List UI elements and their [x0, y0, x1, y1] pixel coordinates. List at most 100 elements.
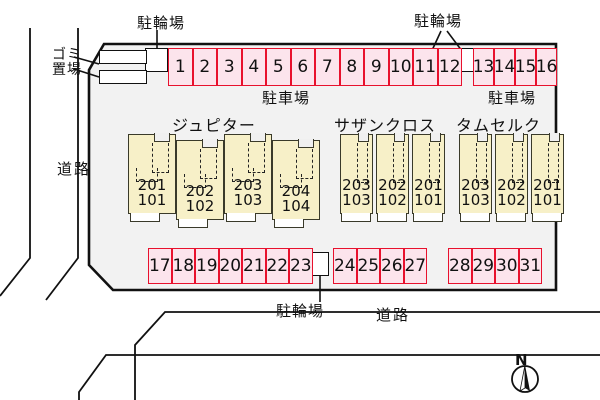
parking-stall[interactable]: 19 [195, 248, 219, 284]
parking-stall[interactable]: 30 [495, 248, 519, 284]
parking-stall[interactable]: 22 [265, 248, 289, 284]
building-name: タムセルク [456, 116, 542, 135]
parking-stall[interactable]: 3 [217, 48, 242, 86]
parking-stall[interactable]: 29 [471, 248, 495, 284]
unit-entry-dashed [183, 174, 206, 188]
unit-number-upper: 203 [342, 176, 371, 194]
unit-stair-dashed [296, 149, 314, 179]
label-garbage-area: ゴミ 置場 [52, 48, 82, 78]
parking-stall[interactable]: 1 [168, 48, 193, 86]
unit-number-upper: 203 [461, 176, 490, 194]
unit-stair-dashed [152, 143, 170, 173]
unit-roof-notch [154, 133, 171, 142]
unit-number-upper: 201 [414, 176, 443, 194]
unit-stair-dashed [356, 143, 369, 183]
label-garbage-line1: ゴミ [52, 47, 82, 63]
parking-stall[interactable]: 11 [413, 48, 438, 86]
unit-roof-notch [394, 133, 406, 142]
unit-number-upper: 201 [137, 176, 167, 194]
parking-stall[interactable]: 27 [403, 248, 427, 284]
unit-stair-dashed [200, 149, 218, 179]
unit-entry-step [341, 213, 372, 222]
parking-stall[interactable]: 16 [536, 48, 557, 86]
unit-roof-notch [358, 133, 370, 142]
label-garbage-line2: 置場 [52, 62, 82, 78]
parking-stall[interactable]: 26 [380, 248, 404, 284]
parking-stall[interactable]: 23 [289, 248, 313, 284]
road-left-outer-edge [0, 28, 31, 297]
unit-roof-notch [477, 133, 489, 142]
unit-number-lower: 101 [533, 191, 562, 209]
parking-stall[interactable]: 14 [494, 48, 515, 86]
parking-stall[interactable]: 9 [364, 48, 389, 86]
unit-stair-dashed [392, 143, 405, 183]
garbage-box-upper [99, 50, 147, 64]
unit-roof-notch [202, 139, 219, 148]
parking-stall[interactable]: 28 [448, 248, 472, 284]
unit-number-upper: 202 [185, 182, 215, 200]
parking-stall[interactable]: 24 [333, 248, 357, 284]
parking-stall[interactable]: 31 [518, 248, 542, 284]
parking-stall[interactable]: 13 [473, 48, 494, 86]
unit-entry-step [130, 213, 160, 222]
parking-stall[interactable]: 17 [148, 248, 172, 284]
parking-stall[interactable]: 2 [192, 48, 217, 86]
label-parking-lot-top-right: 駐車場 [488, 89, 537, 107]
unit-roof-notch [250, 133, 267, 142]
leader-line-garbage-lower [73, 68, 100, 78]
parking-stall[interactable]: 20 [218, 248, 242, 284]
label-bicycle-parking-top-right: 駐輪場 [414, 12, 463, 30]
lot-outline [87, 42, 558, 292]
unit-entry-step [496, 213, 527, 222]
unit-number-upper: 202 [497, 176, 526, 194]
parking-stall[interactable]: 4 [241, 48, 266, 86]
parking-stall[interactable]: 12 [437, 48, 462, 86]
parking-stall[interactable]: 10 [388, 48, 413, 86]
unit-entry-dashed [279, 174, 302, 188]
unit-number-lower: 103 [461, 191, 490, 209]
unit-entry-step [178, 219, 208, 228]
unit-entry-step [460, 213, 491, 222]
unit-entry-step [274, 219, 304, 228]
unit-entry-dashed [135, 168, 158, 182]
unit-number-lower: 102 [378, 191, 407, 209]
bicycle-parking-box-top-left [145, 48, 168, 72]
parking-stall[interactable]: 8 [339, 48, 364, 86]
parking-stall[interactable]: 7 [315, 48, 340, 86]
leader-line-garbage-upper [73, 56, 100, 65]
unit-number-upper: 202 [378, 176, 407, 194]
unit-roof-notch [549, 133, 561, 142]
unit-number-lower: 101 [414, 191, 443, 209]
parking-stall[interactable]: 18 [171, 248, 195, 284]
unit-stair-dashed [475, 143, 488, 183]
compass-north-label: N [515, 351, 528, 369]
unit-entry-step [413, 213, 444, 222]
unit-number-upper: 203 [233, 176, 263, 194]
label-parking-lot-top-left: 駐車場 [262, 89, 311, 107]
unit-entry-step [377, 213, 408, 222]
road-bottom-inner-edge [134, 311, 600, 400]
unit-roof-notch [298, 139, 315, 148]
label-bicycle-parking-bottom: 駐輪場 [276, 302, 325, 320]
parking-stall[interactable]: 25 [356, 248, 380, 284]
road-bottom-outer-edge [78, 354, 600, 400]
unit-entry-step [532, 213, 563, 222]
parking-stall[interactable]: 21 [242, 248, 266, 284]
parking-stall[interactable]: 15 [515, 48, 536, 86]
unit-number-lower: 101 [137, 191, 167, 209]
unit-roof-notch [513, 133, 525, 142]
parking-stall[interactable]: 6 [290, 48, 315, 86]
label-road-bottom: 道路 [376, 306, 411, 324]
unit-roof-notch [430, 133, 442, 142]
parking-stall[interactable]: 5 [266, 48, 291, 86]
unit-entry-dashed [231, 168, 254, 182]
compass-rose: N [505, 351, 545, 395]
unit-number-upper: 204 [281, 182, 311, 200]
